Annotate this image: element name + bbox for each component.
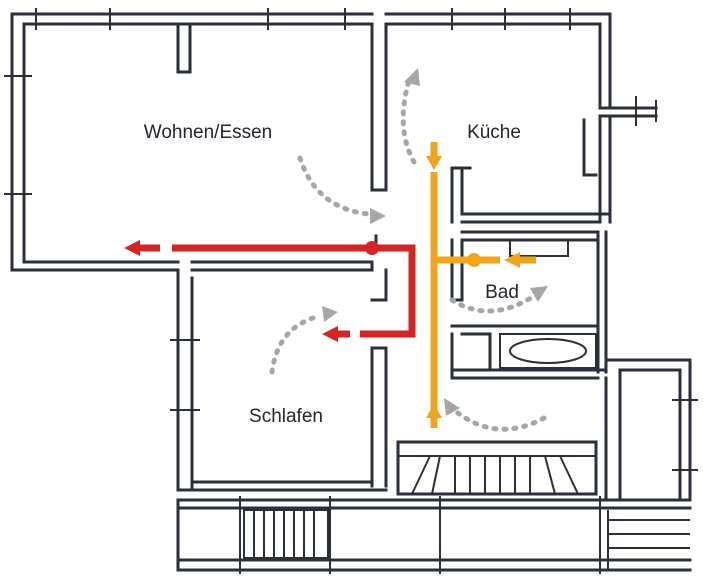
entry-steps: [607, 510, 690, 570]
air-flow-bath-arrow-icon: [530, 286, 548, 302]
air-flow-bedroom-arrow-icon: [322, 306, 338, 322]
bath-fixture-top: [509, 240, 569, 257]
air-flow-kitchen: [400, 81, 417, 165]
window-marks-left: [4, 75, 32, 195]
exhaust-duct-main: [172, 244, 416, 338]
air-flow: [269, 68, 548, 432]
room-label-bath: Bad: [485, 282, 519, 303]
supply-arrow-bath-icon: [504, 252, 520, 268]
kitchen-wall-stub: [582, 118, 598, 177]
annex-walls: [604, 358, 692, 502]
hall-left-wall: [370, 234, 388, 302]
living-hall-partition: [370, 22, 388, 192]
air-flow-stairs-arrow-icon: [444, 398, 460, 416]
air-flow-living-arrow-icon: [370, 208, 386, 224]
kitchen-door-jamb: [450, 166, 472, 224]
bedroom-window-mark: [170, 339, 200, 411]
exhaust-junction-icon: [365, 241, 379, 255]
supply-duct: [426, 142, 536, 428]
living-bottom-wall: [10, 260, 374, 272]
window-marks-bottom: [239, 496, 601, 574]
supply-arrow-up-icon: [426, 404, 442, 418]
stair-treads-upper: [398, 455, 596, 495]
walls: [4, 8, 698, 574]
bath-bottom-wall: [450, 368, 608, 380]
exhaust-arrow-bedroom-icon: [322, 326, 338, 342]
kitchen-right-wall: [598, 12, 658, 224]
exhaust-duct: [124, 240, 416, 342]
room-label-kitchen: Küche: [467, 122, 521, 143]
kitchen-window-mark: [635, 96, 657, 126]
air-flow-bath: [449, 293, 537, 314]
bath-left-wall: [450, 238, 464, 302]
annex-window-mark: [672, 399, 698, 471]
window-marks-top: [35, 8, 571, 30]
bathtub: [499, 333, 597, 369]
living-wall-stub: [176, 22, 192, 74]
outer-wall-left: [10, 12, 26, 272]
bathtub-basin: [509, 338, 587, 364]
bedroom-left-wall: [176, 268, 194, 492]
kitchen-bottom-wall: [460, 212, 612, 224]
bath-right-wall: [596, 230, 608, 374]
exhaust-arrow-left-icon: [124, 240, 140, 256]
room-label-living: Wohnen/Essen: [144, 122, 273, 143]
room-label-bedroom: Schlafen: [249, 406, 323, 427]
supply-junction-icon: [467, 253, 481, 267]
air-flow-stairs: [451, 407, 547, 432]
outer-wall-bottom: [176, 498, 692, 572]
stairs-lower: [243, 509, 329, 559]
stair-treads-lower: [253, 510, 315, 558]
air-flow-living: [297, 155, 371, 217]
bath-top-wall: [460, 230, 600, 242]
hall-left-lower-wall: [370, 346, 388, 488]
stairs-upper: [396, 440, 598, 496]
supply-arrow-down-icon: [426, 156, 442, 170]
bedroom-bottom-wall: [176, 480, 388, 492]
bath-lower-wall: [450, 324, 600, 372]
air-flow-kitchen-arrow-icon: [404, 68, 420, 86]
air-flow-bedroom: [269, 313, 323, 375]
